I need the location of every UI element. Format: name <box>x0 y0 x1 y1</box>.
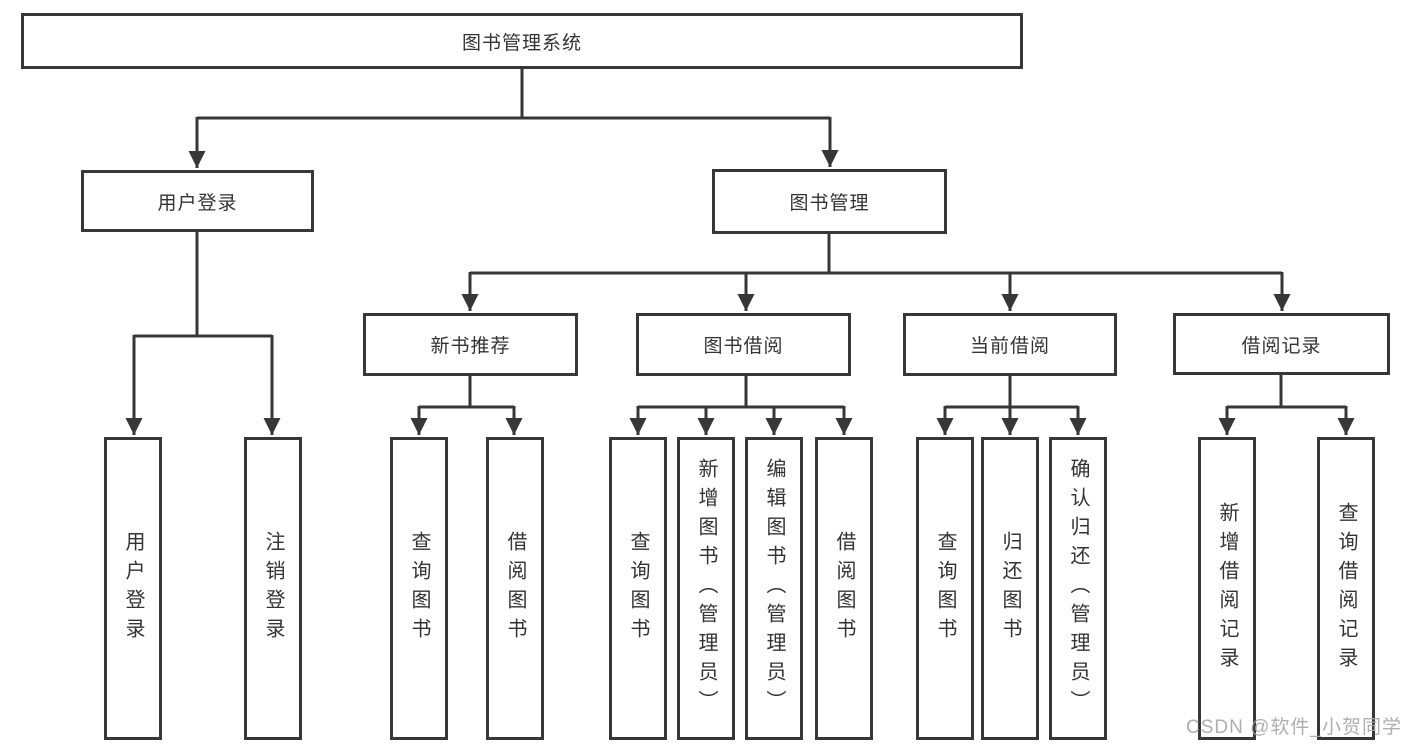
leaf-borrow-query-books-label: 查询图书 <box>627 530 649 647</box>
connector-records-to-leaves <box>1218 375 1355 435</box>
leaf-user-login-label: 用户登录 <box>122 530 144 647</box>
node-book-management-label: 图书管理 <box>789 193 870 214</box>
leaf-user-login: 用户登录 <box>104 437 162 740</box>
leaf-borrow-books: 借阅图书 <box>815 437 873 740</box>
leaf-logout: 注销登录 <box>244 437 302 740</box>
node-user-login-label: 用户登录 <box>157 192 238 214</box>
node-new-book-recommend: 新书推荐 <box>363 313 578 376</box>
node-root: 图书管理系统 <box>21 13 1023 69</box>
leaf-query-borrow-record-label: 查询借阅记录 <box>1335 501 1357 676</box>
leaf-return-books: 归还图书 <box>981 437 1039 740</box>
node-user-login: 用户登录 <box>81 170 314 232</box>
leaf-recommend-borrow-books-label: 借阅图书 <box>504 530 526 647</box>
leaf-confirm-return-admin: 确认归还（管理员） <box>1049 437 1107 740</box>
leaf-edit-books-admin-label: 编辑图书（管理员） <box>763 458 785 719</box>
connector-recommend-to-leaves <box>410 376 523 435</box>
leaf-add-books-admin-label: 新增图书（管理员） <box>695 458 717 719</box>
leaf-return-books-label: 归还图书 <box>999 530 1021 647</box>
node-borrow-records: 借阅记录 <box>1173 313 1390 375</box>
connector-current-to-leaves <box>936 376 1087 435</box>
node-borrow-records-label: 借阅记录 <box>1241 335 1322 357</box>
leaf-current-query-books-label: 查询图书 <box>934 530 956 647</box>
connector-management-to-level3 <box>461 234 1291 311</box>
leaf-logout-label: 注销登录 <box>262 530 284 647</box>
leaf-recommend-borrow-books: 借阅图书 <box>486 437 544 740</box>
csdn-watermark: CSDN @软件_小贺同学 <box>1186 717 1402 738</box>
leaf-edit-books-admin: 编辑图书（管理员） <box>745 437 803 740</box>
leaf-add-books-admin: 新增图书（管理员） <box>677 437 735 740</box>
node-root-label: 图书管理系统 <box>461 32 582 54</box>
connector-login-to-leaves <box>125 232 281 435</box>
leaf-borrow-books-label: 借阅图书 <box>833 530 855 647</box>
leaf-confirm-return-admin-label: 确认归还（管理员） <box>1067 458 1089 719</box>
leaf-query-borrow-record: 查询借阅记录 <box>1317 437 1375 740</box>
node-current-borrow-label: 当前借阅 <box>969 336 1050 357</box>
node-new-book-recommend-label: 新书推荐 <box>430 336 511 357</box>
node-book-borrow-label: 图书借阅 <box>703 336 784 357</box>
leaf-add-borrow-record: 新增借阅记录 <box>1198 437 1256 740</box>
connector-borrow-to-leaves <box>629 376 853 435</box>
leaf-recommend-query-books: 查询图书 <box>390 437 448 740</box>
node-book-management: 图书管理 <box>712 169 947 234</box>
connector-root-to-level2 <box>188 69 839 168</box>
leaf-current-query-books: 查询图书 <box>916 437 974 740</box>
node-book-borrow: 图书借阅 <box>636 313 851 376</box>
leaf-borrow-query-books: 查询图书 <box>609 437 667 740</box>
node-current-borrow: 当前借阅 <box>903 313 1117 376</box>
leaf-add-borrow-record-label: 新增借阅记录 <box>1216 501 1238 676</box>
leaf-recommend-query-books-label: 查询图书 <box>408 530 430 647</box>
